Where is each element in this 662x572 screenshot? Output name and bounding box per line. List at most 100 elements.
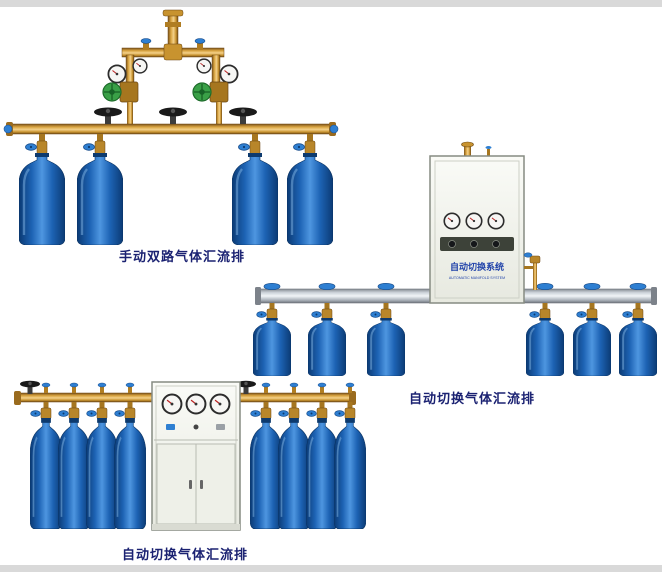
gas-cylinder	[232, 153, 278, 245]
cabinet-label: 自动切换系统	[450, 261, 504, 272]
cylinder-unit	[30, 382, 62, 529]
valve-handwheel-icon	[377, 282, 395, 291]
cylinder-unit	[573, 282, 611, 376]
valve-handwheel-icon	[334, 410, 345, 417]
product-caption-auto-switch-2: 自动切换气体汇流排	[121, 547, 248, 562]
gas-cylinder	[306, 418, 338, 529]
gas-cylinder	[367, 318, 405, 376]
manifold-pipe	[3, 122, 339, 136]
valve-handwheel-icon	[629, 282, 647, 291]
blue-cap-icon	[97, 382, 107, 388]
black-handwheel-icon	[94, 107, 122, 124]
cylinder-unit	[278, 382, 310, 529]
blue-cap-icon	[41, 382, 51, 388]
product-caption-auto-switch-1: 自动切换气体汇流排	[408, 391, 535, 406]
cylinder-unit	[308, 282, 346, 376]
pressure-gauge-icon	[185, 393, 207, 415]
valve-handwheel-icon	[263, 282, 281, 291]
cylinder-unit	[250, 382, 282, 529]
auto-switch-floor-manifold-illustration	[14, 380, 366, 531]
valve-handwheel-icon	[576, 311, 587, 318]
blue-cap-icon	[125, 382, 135, 388]
valve-handwheel-icon	[86, 410, 97, 417]
gas-cylinder	[619, 318, 657, 376]
pressure-gauge-icon	[209, 393, 231, 415]
door-handle	[200, 480, 203, 489]
valve-handwheel-icon	[311, 311, 322, 318]
floor-cabinet	[151, 381, 241, 531]
page-top-strip	[0, 0, 662, 7]
gas-cylinder	[526, 318, 564, 376]
valve-handwheel-icon	[622, 311, 633, 318]
gas-cylinder	[114, 418, 146, 529]
cylinder-unit	[287, 134, 333, 245]
blue-cap-icon	[523, 252, 533, 258]
gas-cylinder	[86, 418, 118, 529]
black-handwheel-icon	[20, 380, 40, 394]
black-handwheel-icon	[229, 107, 257, 124]
door-handle	[189, 480, 192, 489]
valve-handwheel-icon	[25, 143, 37, 151]
blue-cap-icon	[329, 124, 339, 134]
pressure-regulator-left	[102, 58, 148, 124]
blue-cap-icon	[69, 382, 79, 388]
valve-handwheel-icon	[58, 410, 69, 417]
black-handwheel-icon	[236, 380, 256, 394]
pressure-gauge-icon	[443, 212, 461, 230]
header-pipe	[121, 38, 225, 84]
gas-cylinder	[308, 318, 346, 376]
auto-switch-manifold-illustration: 自动切换系统 AUTOMATIC MANIFOLD SYSTEM	[253, 141, 657, 376]
gas-cylinder	[77, 153, 123, 245]
gas-cylinder	[30, 418, 62, 529]
cabinet-base	[152, 524, 240, 530]
valve-handwheel-icon	[30, 410, 41, 417]
cylinder-unit	[367, 282, 405, 376]
cylinder-unit	[58, 382, 90, 529]
blue-cap-icon	[140, 38, 152, 44]
blue-cap-icon	[317, 382, 327, 388]
pressure-gauge-icon	[219, 64, 239, 84]
pressure-gauge-icon	[196, 58, 212, 74]
cylinder-unit	[526, 282, 564, 376]
pressure-regulator-right	[192, 58, 239, 124]
pressure-gauge-icon	[465, 212, 483, 230]
cylinder-unit	[77, 134, 123, 245]
manual-dual-manifold-illustration	[3, 9, 339, 245]
cabinet-sublabel: AUTOMATIC MANIFOLD SYSTEM	[449, 276, 505, 280]
cylinder-unit	[86, 382, 118, 529]
knob-icon	[193, 424, 199, 430]
valve-handwheel-icon	[536, 282, 554, 291]
cylinder-unit	[19, 134, 65, 245]
pressure-gauge-icon	[132, 58, 148, 74]
cylinder-unit	[232, 134, 278, 245]
gas-cylinder	[250, 418, 282, 529]
valve-handwheel-icon	[114, 410, 125, 417]
gas-cylinder	[334, 418, 366, 529]
pressure-gauge-icon	[107, 64, 127, 84]
knob-icon	[448, 240, 456, 248]
cylinder-unit	[619, 282, 657, 376]
valve-handwheel-icon	[250, 410, 261, 417]
product-caption-manual-dual: 手动双路气体汇流排	[118, 249, 245, 264]
valve-handwheel-icon	[238, 143, 250, 151]
indicator-light	[166, 424, 175, 430]
knob-icon	[492, 240, 500, 248]
cylinder-unit	[253, 282, 291, 376]
blue-cap-icon	[3, 124, 13, 134]
page-bottom-strip	[0, 565, 662, 572]
blue-cap-icon	[289, 382, 299, 388]
brass-cap-icon	[461, 141, 474, 148]
control-cabinet: 自动切换系统 AUTOMATIC MANIFOLD SYSTEM	[429, 141, 525, 304]
black-handwheel-icon	[159, 107, 187, 124]
blue-cap-icon	[261, 382, 271, 388]
valve-handwheel-icon	[83, 143, 95, 151]
valve-handwheel-icon	[318, 282, 336, 291]
gas-cylinder	[253, 318, 291, 376]
blue-cap-icon	[345, 382, 355, 388]
valve-handwheel-icon	[583, 282, 601, 291]
valve-handwheel-icon	[256, 311, 267, 318]
valve-handwheel-icon	[293, 143, 305, 151]
cylinder-unit	[306, 382, 338, 529]
